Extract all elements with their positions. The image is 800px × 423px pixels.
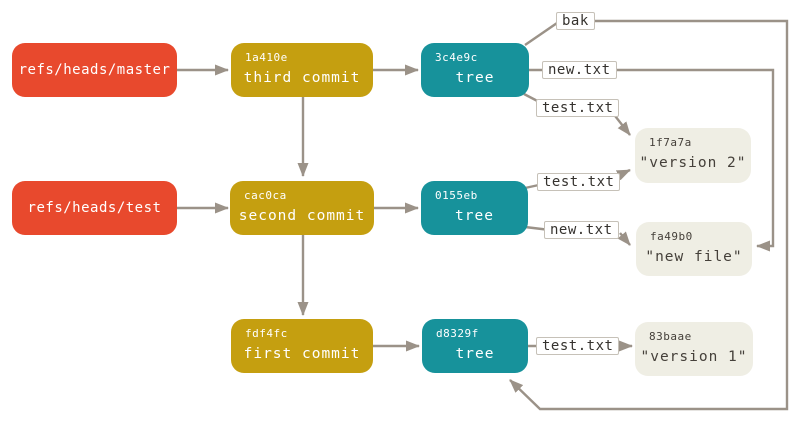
tree-hash: d8329f — [436, 327, 479, 340]
blob-label: "new file" — [645, 249, 743, 265]
edge-tree-3c4e9c-bak-to-tree-d8329f — [509, 19, 789, 411]
edge-label-test-txt-1: test.txt — [536, 99, 620, 117]
tree-box-3c4e9c: 3c4e9c tree — [421, 43, 529, 97]
edge-label-bak: bak — [556, 12, 595, 30]
edge-label-new-txt-2: new.txt — [544, 221, 619, 239]
commit-label: third commit — [243, 70, 361, 86]
blob-box-83baae: 83baae "version 1" — [635, 322, 753, 376]
blob-hash: fa49b0 — [650, 230, 693, 243]
blob-box-1f7a7a: 1f7a7a "version 2" — [635, 128, 751, 183]
edge-label-test-txt-3: test.txt — [536, 337, 620, 355]
edge-label-new-txt-1: new.txt — [542, 61, 617, 79]
commit-box-first: fdf4fc first commit — [231, 319, 373, 373]
ref-box-master: refs/heads/master — [12, 43, 177, 97]
edge-newtxt-label-to-blob-fa49b0 — [617, 231, 631, 246]
tree-hash: 3c4e9c — [435, 51, 478, 64]
blob-hash: 83baae — [649, 330, 692, 343]
commit-hash: fdf4fc — [245, 327, 288, 340]
commit-hash: 1a410e — [245, 51, 288, 64]
tree-label: tree — [455, 208, 494, 224]
tree-label: tree — [455, 346, 495, 362]
blob-label: "version 1" — [640, 349, 748, 365]
tree-hash: 0155eb — [435, 189, 478, 202]
tree-label: tree — [455, 70, 495, 86]
commit-box-third: 1a410e third commit — [231, 43, 373, 97]
commit-label: second commit — [238, 208, 366, 224]
commit-hash: cac0ca — [244, 189, 287, 202]
edge-tree-3c4e9c-newtxt-to-blob-fa49b0 — [529, 68, 775, 252]
blob-hash: 1f7a7a — [649, 136, 692, 149]
blob-label: "version 2" — [639, 155, 747, 171]
tree-box-0155eb: 0155eb tree — [421, 181, 528, 235]
edge-label-test-txt-2: test.txt — [537, 173, 621, 191]
commit-box-second: cac0ca second commit — [230, 181, 374, 235]
tree-box-d8329f: d8329f tree — [422, 319, 528, 373]
ref-box-test: refs/heads/test — [12, 181, 177, 235]
commit-label: first commit — [243, 346, 361, 362]
blob-box-fa49b0: fa49b0 "new file" — [636, 222, 752, 276]
